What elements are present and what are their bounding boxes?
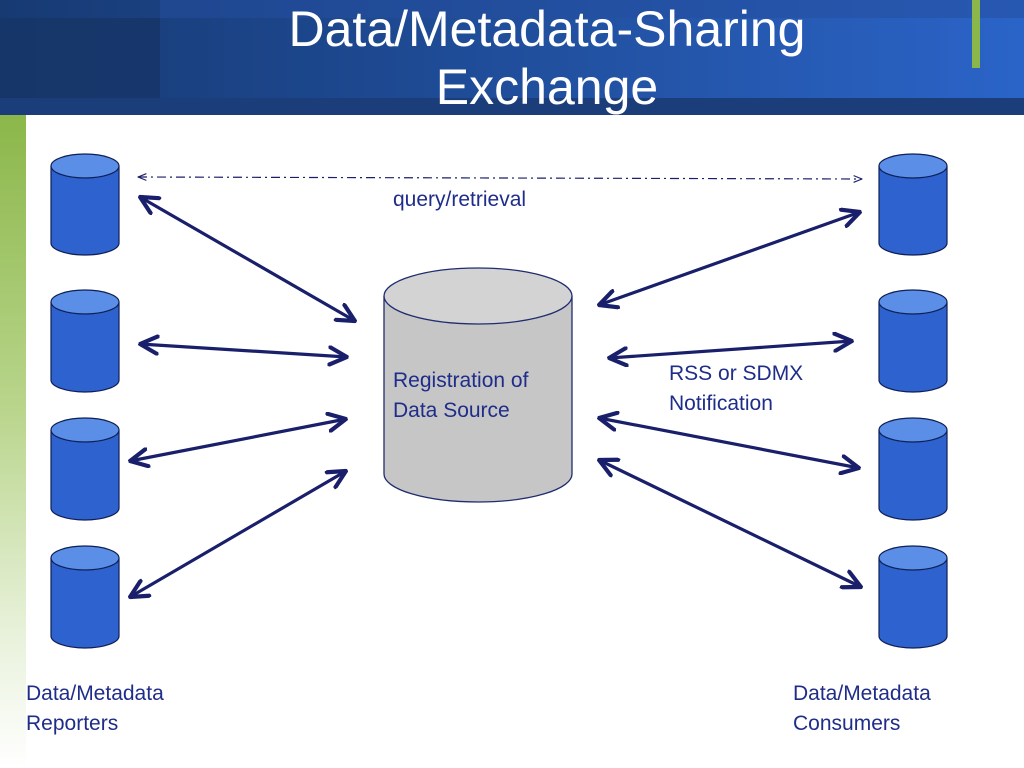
slide-title-line2: Exchange	[435, 59, 659, 115]
consumer-3-arrow	[599, 418, 859, 468]
slide-header: Data/Metadata-Sharing Exchange	[0, 0, 1024, 115]
notification-label-line2: Notification	[669, 392, 773, 415]
header-lower-stripe	[0, 98, 1024, 115]
reporter-4-arrow	[130, 471, 346, 597]
query-retrieval-arrow	[137, 173, 863, 183]
header-stripe	[160, 0, 1024, 18]
consumer-1-arrow	[599, 212, 860, 305]
consumer-4-arrow	[599, 460, 861, 587]
reporters-label-line2: Reporters	[26, 712, 119, 735]
slide-title: Data/Metadata-Sharing Exchange	[0, 0, 1024, 115]
reporter-database-3	[50, 417, 120, 521]
reporter-2-arrow	[140, 344, 347, 357]
header-dark-band	[0, 18, 160, 98]
reporter-3-arrow	[130, 419, 346, 461]
reporters-label-line1: Data/Metadata	[26, 682, 164, 705]
registry-label-line1: Registration of	[393, 369, 529, 392]
notification-label: RSS or SDMX Notification	[669, 359, 803, 419]
consumers-label-line1: Data/Metadata	[793, 682, 931, 705]
slide-title-line1: Data/Metadata-Sharing	[288, 1, 806, 57]
notification-label-line1: RSS or SDMX	[669, 362, 804, 385]
central-registry-database	[383, 267, 573, 503]
consumer-database-1	[878, 153, 948, 256]
consumer-database-2	[878, 289, 948, 393]
consumer-2-arrow	[609, 341, 852, 358]
reporters-label: Data/Metadata Reporters	[26, 679, 164, 739]
consumer-database-3	[878, 417, 948, 521]
consumers-label: Data/Metadata Consumers	[793, 679, 931, 739]
reporter-database-1	[50, 153, 120, 256]
reporter-database-2	[50, 289, 120, 393]
consumers-label-line2: Consumers	[793, 712, 901, 735]
registry-label: Registration of Data Source	[393, 366, 528, 426]
registry-label-line2: Data Source	[393, 399, 510, 422]
left-green-accent-bar	[0, 115, 26, 768]
consumer-database-4	[878, 545, 948, 649]
header-green-accent	[972, 0, 980, 68]
reporter-1-arrow	[140, 197, 355, 321]
query-retrieval-label: query/retrieval	[393, 188, 527, 211]
reporter-database-4	[50, 545, 120, 649]
